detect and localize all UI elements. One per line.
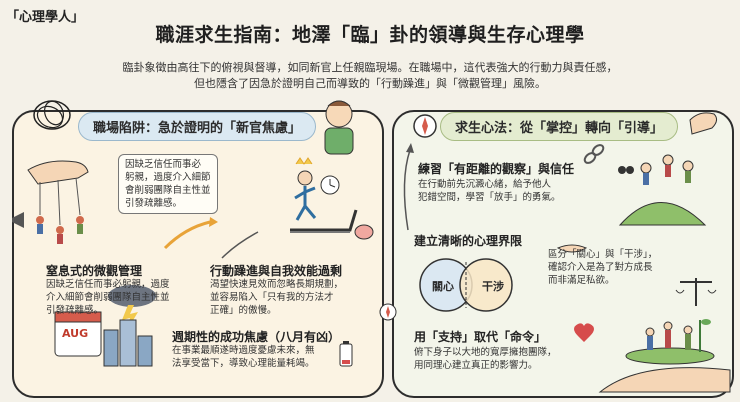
micromanage-title: 窒息式的微觀管理 xyxy=(46,264,143,278)
body-line: 俯下身子以大地的寬厚擁抱團隊， xyxy=(414,347,557,358)
page-title: 職涯求生指南：地澤「臨」卦的領導與生存心理學 xyxy=(155,24,585,46)
body-line: 在行動前先沉澱心緒，給予他人 xyxy=(418,179,552,190)
observe-body: 在行動前先沉澱心緒，給予他人 犯錯空間，學習「放手」的勇氣。 xyxy=(418,178,561,204)
venn-interfere-circle xyxy=(459,258,513,312)
compass-icon xyxy=(379,303,397,321)
body-line: 而非滿足私欲。 xyxy=(548,275,615,286)
calendar-month: AUG xyxy=(62,327,89,340)
interfere-label: 干涉 xyxy=(482,280,504,293)
open-hands-icon xyxy=(689,112,718,135)
micromanage-callout: 因缺乏信任而事必 躬親，過度介入細節 會削弱團隊自主性並 引發疏離感。 xyxy=(118,154,218,214)
hill-team-icon xyxy=(618,154,707,226)
body-line: 確認介入是為了對方成長 xyxy=(548,262,653,273)
intro-line: 但也隱含了因急於證明自己而導致的「行動躁進」與「微觀管理」風險。 xyxy=(194,77,546,90)
body-line: 因缺乏信任而事必躬親，過度 xyxy=(46,279,170,290)
scale-icon xyxy=(675,278,717,306)
brain-icon xyxy=(354,224,374,240)
micromanage-body: 因缺乏信任而事必躬親，過度 介入細節會削弱團隊自主性並 引發疏離感。 xyxy=(46,278,170,317)
cycle-title: 週期性的成功焦慮（八月有凶） xyxy=(172,330,341,344)
calendar-icon xyxy=(54,311,102,357)
support-body: 俯下身子以大地的寬厚擁抱團隊， 用同理心建立真正的影響力。 xyxy=(414,346,557,372)
body-line: 用同理心建立真正的影響力。 xyxy=(414,360,538,371)
body-line: 並容易陷入「只有我的方法才 xyxy=(210,292,334,303)
broken-chain-icon xyxy=(583,144,605,164)
survival-banner: 求生心法：從「掌控」轉向「引導」 xyxy=(440,112,679,141)
boundary-title: 建立清晰的心理界限 xyxy=(414,234,523,248)
body-line: 引發疏離感。 xyxy=(46,305,104,316)
flow-arrow xyxy=(403,149,411,231)
observe-title: 練習「有距離的觀察」與信任 xyxy=(418,162,575,176)
care-label: 關心 xyxy=(432,280,454,293)
body-line: 渴望快速見效而忽略長期規劃， xyxy=(210,279,344,290)
battery-low-icon xyxy=(339,341,353,367)
body-line: 法享受當下，導致心理能量耗竭。 xyxy=(172,358,315,369)
worried-person-icon xyxy=(324,100,354,155)
callout-line: 會削弱團隊自主性並 xyxy=(125,185,211,196)
scribble-icon xyxy=(33,100,71,130)
body-line: 在事業最順遂時過度憂慮未來，無 xyxy=(172,345,315,356)
callout-line: 因缺乏信任而事必 xyxy=(125,159,202,170)
body-line: 犯錯空間，學習「放手」的勇氣。 xyxy=(418,192,561,203)
supporting-hand-icon xyxy=(598,319,731,393)
boundary-body: 區分「關心」與「干涉」， 確認介入是為了對方成長 而非滿足私欲。 xyxy=(548,248,657,287)
binoculars-icon xyxy=(618,166,634,174)
flow-arrow xyxy=(221,231,259,259)
heart-icon xyxy=(574,323,594,342)
cycle-body: 在事業最順遂時過度憂慮未來，無 法享受當下，導致心理能量耗竭。 xyxy=(172,344,315,370)
brand-label: 「心理學人」 xyxy=(6,10,85,25)
intro-line: 臨卦象徵由高往下的俯視與督導，如同新官上任親臨現場。在職場中，這代表強大的行動力… xyxy=(122,61,618,74)
body-line: 正確」的傲慢。 xyxy=(210,305,277,316)
rush-title: 行動躁進與自我效能過剩 xyxy=(210,264,343,278)
body-line: 區分「關心」與「干涉」， xyxy=(548,249,658,260)
trap-banner: 職場陷阱：急於證明的「新官焦慮」 xyxy=(78,112,317,141)
megaphone-icon xyxy=(12,212,24,228)
callout-line: 引發疏離感。 xyxy=(125,198,183,209)
clock-icon xyxy=(320,175,340,195)
intro-text: 臨卦象徵由高往下的俯視與督導，如同新官上任親臨現場。在職場中，這代表強大的行動力… xyxy=(0,60,740,92)
callout-line: 躬親，過度介入細節 xyxy=(125,172,211,183)
flow-arrow xyxy=(163,220,211,250)
rush-body: 渴望快速見效而忽略長期規劃， 並容易陷入「只有我的方法才 正確」的傲慢。 xyxy=(210,278,343,317)
storm-city-icon xyxy=(103,285,156,367)
puppeteer-hand-icon xyxy=(27,160,89,244)
body-line: 介入細節會削弱團隊自主性並 xyxy=(46,292,170,303)
compass-icon xyxy=(413,114,437,138)
treadmill-runner-icon xyxy=(290,157,358,233)
support-title: 用「支持」取代「命令」 xyxy=(414,330,547,344)
handshake-icon xyxy=(556,244,588,253)
